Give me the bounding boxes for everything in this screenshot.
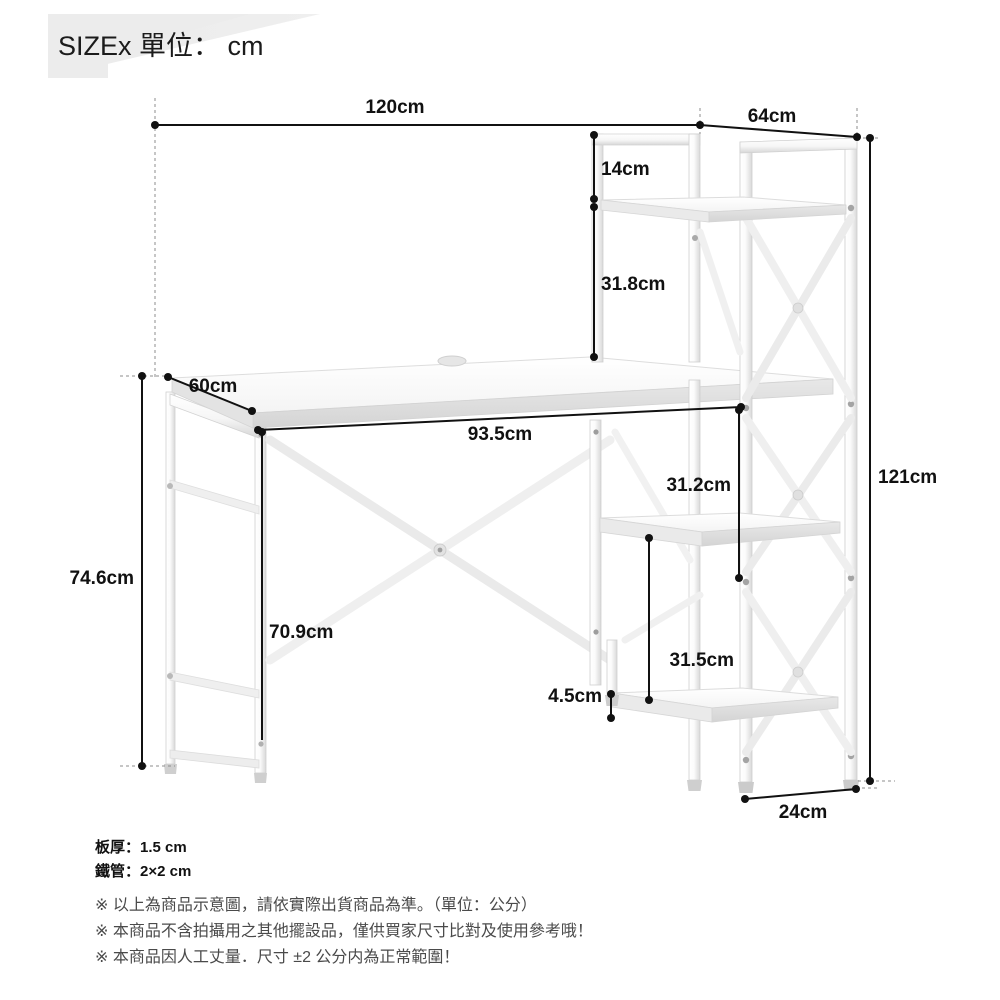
dim-label-31-2cm: 31.2cm [667,475,731,496]
shelf-unit-inner-frame [591,133,702,791]
shelf-board-top [600,196,847,223]
dimension-bottom-shelf-clear: 4.5cm [548,686,615,722]
dim-label-70-9cm: 70.9cm [269,622,333,643]
shelf-unit-cross-braces [742,214,855,756]
dim-label-31-8cm: 31.8cm [601,274,665,295]
spec-board-thickness: 板厚：1.5 cm [95,838,187,856]
note-1: ※ 以上為商品示意圖，請依實際出貨商品為準。（單位：公分） [95,895,537,914]
dim-label-64cm: 64cm [748,106,797,127]
furniture-illustration [164,133,859,793]
dimension-shelf-depth-top: 64cm [699,106,861,141]
dim-label-31-5cm: 31.5cm [670,650,734,671]
cable-grommet-icon [437,355,467,367]
page-title: SIZEx 單位： cm [58,31,264,61]
dimension-overall-height: 121cm [866,134,937,785]
shelf-board-bottom [611,687,839,723]
dimension-shelf-gap-middle: 31.2cm [667,406,743,582]
dimension-shelf-gap-lower: 31.5cm [645,534,734,704]
dimension-shelf-depth-bottom: 24cm [741,785,860,823]
dim-label-24cm: 24cm [779,802,828,823]
dim-label-121cm: 121cm [878,467,937,488]
dim-label-74-6cm: 74.6cm [70,568,134,589]
shelf-board-middle [599,512,841,547]
desktop-board [171,355,834,429]
shelf-unit-outer-frame [738,137,859,793]
dim-label-14cm: 14cm [601,159,650,180]
title-banner [48,14,320,78]
spec-tube-size: 鐵管：2×2 cm [95,862,191,880]
note-2: ※ 本商品不含拍攝用之其他擺設品，僅供買家尺寸比對及使用參考哦！ [95,922,593,940]
dimension-desk-clear-width: 93.5cm [254,403,745,445]
dimension-top-shelf-gap: 31.8cm [590,203,665,361]
dim-label-93-5cm: 93.5cm [468,424,532,445]
dimension-top-frame-rise: 14cm [590,131,650,203]
desk-cross-brace-left [265,435,615,665]
dimension-desk-depth: 60cm [164,373,256,415]
note-3: ※ 本商品因人工丈量．尺寸 ±2 公分内為正常範圍！ [95,948,459,966]
desk-right-leg [589,419,602,686]
dimension-desk-height: 74.6cm [70,372,146,770]
dim-label-120cm: 120cm [365,97,424,118]
dimension-overall-width: 120cm [151,97,704,129]
dim-label-4-5cm: 4.5cm [548,686,602,707]
dim-label-60cm: 60cm [189,376,238,397]
desk-left-legs [164,391,267,783]
dimension-leg-height: 70.9cm [258,428,333,740]
